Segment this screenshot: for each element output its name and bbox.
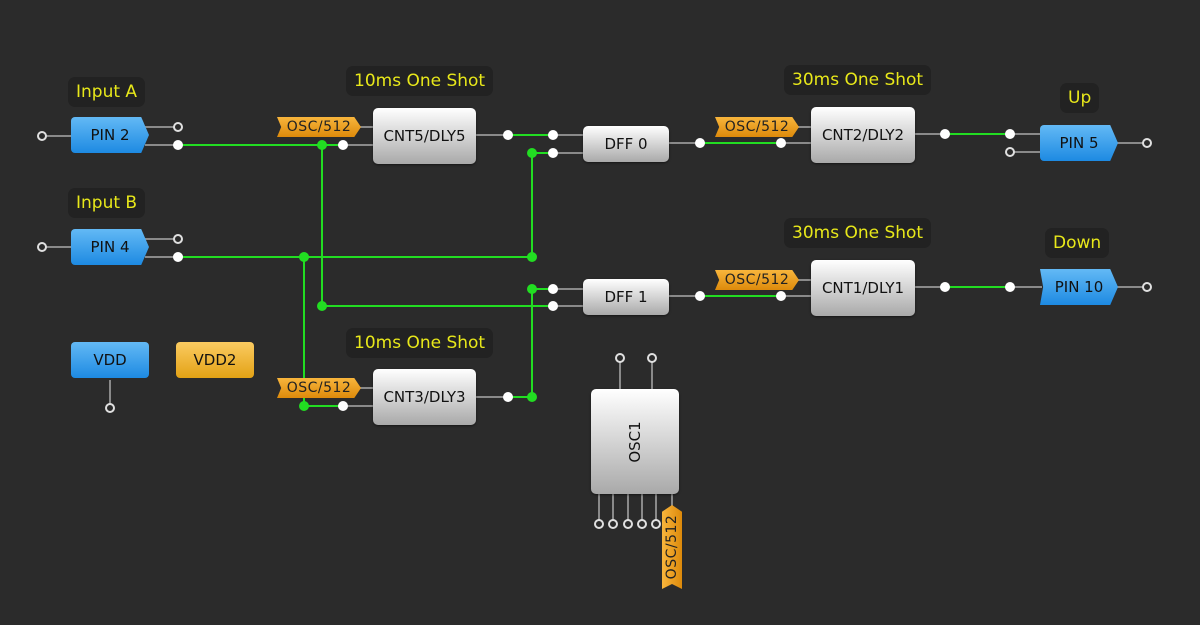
osc-512-tag-cnt3: OSC/512 (277, 378, 361, 398)
vdd-block[interactable]: VDD (71, 342, 149, 378)
pin-2[interactable]: PIN 2 (71, 117, 149, 153)
osc-512-tag-cnt2: OSC/512 (715, 117, 799, 137)
cnt2-dly2-block[interactable]: CNT2/DLY2 (811, 107, 915, 163)
cnt3-dly3-block[interactable]: CNT3/DLY3 (373, 369, 476, 425)
junctions (299, 140, 537, 411)
label-input-b: Input B (68, 188, 146, 218)
label-one-shot-cnt5: 10ms One Shot (346, 66, 494, 96)
osc1-label: OSC1 (626, 420, 644, 463)
label-one-shot-cnt2: 30ms One Shot (784, 65, 932, 95)
open-terminals (37, 122, 1152, 529)
dff1-block[interactable]: DFF 1 (583, 279, 669, 315)
osc-512-tag-osc1-output: OSC/512 (662, 505, 682, 589)
osc1-block[interactable]: OSC1 (591, 389, 679, 494)
label-one-shot-cnt3: 10ms One Shot (346, 328, 494, 358)
osc-512-tag-cnt1: OSC/512 (715, 270, 799, 290)
osc-512-tag-osc1-output-text: OSC/512 (664, 514, 680, 580)
cnt5-dly5-block[interactable]: CNT5/DLY5 (373, 108, 476, 164)
osc-512-tag-cnt5: OSC/512 (277, 117, 361, 137)
cnt1-dly1-block[interactable]: CNT1/DLY1 (811, 260, 915, 316)
vdd2-block[interactable]: VDD2 (176, 342, 254, 378)
pin-5[interactable]: PIN 5 (1040, 125, 1118, 161)
label-up: Up (1060, 83, 1100, 113)
label-one-shot-cnt1: 30ms One Shot (784, 218, 932, 248)
pin-4[interactable]: PIN 4 (71, 229, 149, 265)
pin-10[interactable]: PIN 10 (1040, 269, 1118, 305)
label-input-a: Input A (68, 77, 146, 107)
connected-terminals (173, 129, 1015, 411)
dff0-block[interactable]: DFF 0 (583, 126, 669, 162)
label-down: Down (1045, 228, 1110, 258)
